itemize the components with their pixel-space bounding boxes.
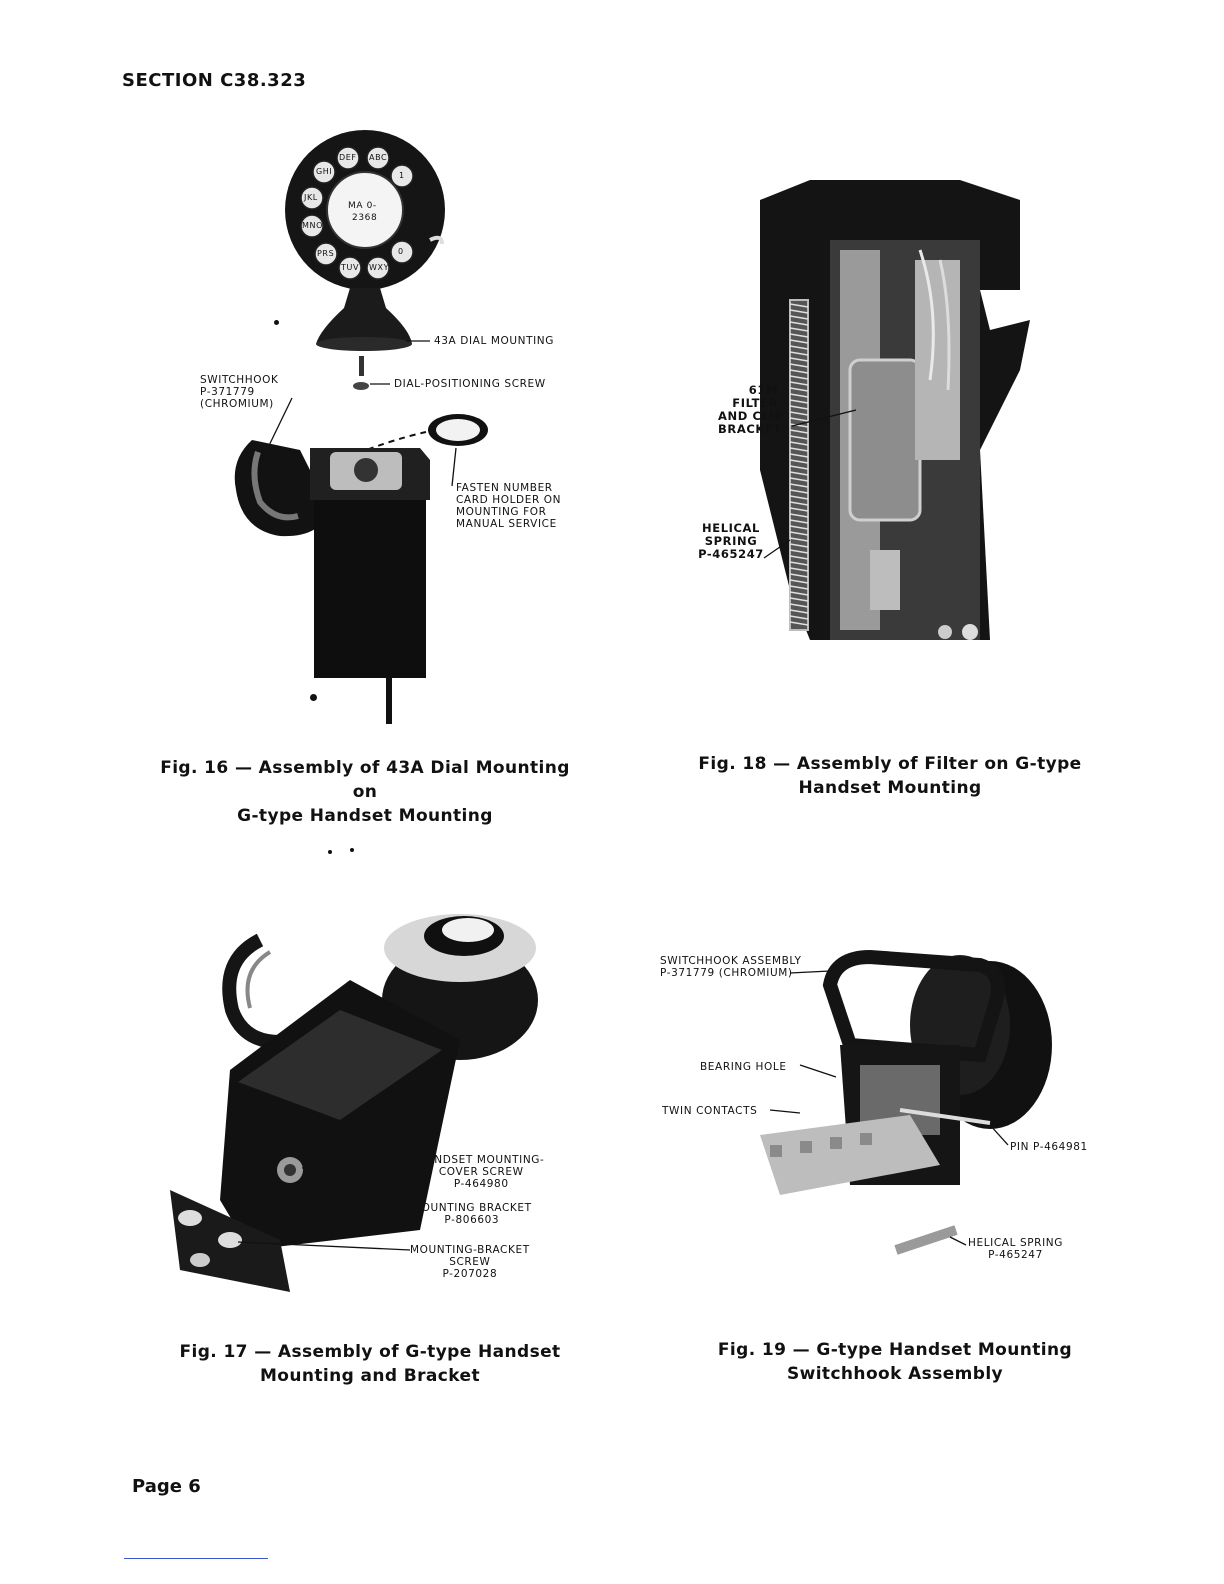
fig17-caption-line1: Fig. 17 — Assembly of G-type Handset	[179, 1342, 561, 1362]
fig16-caption: Fig. 16 — Assembly of 43A Dial Mounting …	[150, 756, 580, 828]
dial-letter-prs: PRS	[317, 249, 335, 258]
fig18-caption-line2: Handset Mounting	[798, 778, 982, 798]
section-heading: SECTION C38.323	[122, 70, 307, 91]
figure-16: 43A DIAL MOUNTING DIAL-POSITIONING SCREW…	[180, 130, 600, 740]
fig18-caption-line1: Fig. 18 — Assembly of Filter on G-type	[698, 754, 1082, 774]
dial-letter-mno: MNO	[302, 221, 323, 230]
print-speck	[328, 850, 332, 854]
dial-letter-abc: ABC	[369, 153, 388, 162]
callout-bearing-hole: BEARING HOLE	[700, 1061, 787, 1073]
callout-61m-filter: 61M FILTER AND CLIP BRACKET	[718, 383, 784, 436]
figure-18: 61M FILTER AND CLIP BRACKET HELICAL SPRI…	[690, 170, 1070, 700]
fig18-caption: Fig. 18 — Assembly of Filter on G-type H…	[690, 752, 1090, 800]
figure-19: SWITCHHOOK ASSEMBLY P-371779 (CHROMIUM) …	[660, 945, 1100, 1285]
fig16-illustration	[234, 130, 488, 724]
dial-card-number: 2368	[352, 213, 378, 223]
page-number: Page 6	[132, 1476, 201, 1497]
print-speck	[350, 848, 354, 852]
fig17-caption: Fig. 17 — Assembly of G-type Handset Mou…	[160, 1340, 580, 1388]
fig17-illustration	[170, 914, 538, 1292]
fig19-caption: Fig. 19 — G-type Handset Mounting Switch…	[690, 1338, 1100, 1386]
fig17-caption-line2: Mounting and Bracket	[259, 1366, 480, 1386]
dial-letter-jkl: JKL	[304, 193, 318, 202]
callout-pin: PIN P-464981	[1010, 1141, 1088, 1153]
fig19-caption-line2: Switchhook Assembly	[786, 1364, 1004, 1384]
dial-letter-wxy: WXY	[369, 263, 390, 272]
fig16-caption-line2: G-type Handset Mounting	[237, 806, 493, 826]
dial-letter-tuv: TUV	[341, 263, 360, 272]
print-speck	[274, 320, 279, 325]
fig16-caption-line1: Fig. 16 — Assembly of 43A Dial Mounting …	[160, 758, 570, 802]
dial-letter-1: 1	[399, 171, 405, 180]
callout-switchhook-assembly: SWITCHHOOK ASSEMBLY P-371779 (CHROMIUM)	[660, 955, 802, 979]
footer-rule	[124, 1558, 268, 1559]
callout-helical-spring-19: HELICAL SPRING P-465247	[968, 1237, 1063, 1261]
callout-helical-spring: HELICAL SPRING P-465247	[698, 521, 764, 561]
print-speck	[310, 694, 317, 701]
dial-card-text: MA 0-	[348, 201, 377, 211]
fig19-illustration	[760, 949, 1052, 1255]
callout-mounting-bracket-screw: MOUNTING-BRACKET SCREW P-207028	[410, 1244, 530, 1280]
callout-cover-screw: HANDSET MOUNTING- COVER SCREW P-464980	[418, 1154, 545, 1190]
callout-twin-contacts: TWIN CONTACTS	[662, 1105, 758, 1117]
callout-dial-positioning-screw: DIAL-POSITIONING SCREW	[394, 378, 546, 390]
dial-letter-0: 0	[398, 247, 404, 256]
dial-letter-def: DEF	[339, 153, 357, 162]
figure-17: HANDSET MOUNTING- COVER SCREW P-464980 M…	[160, 900, 580, 1300]
callout-switchhook: SWITCHHOOK P-371779 (CHROMIUM)	[200, 374, 279, 410]
callout-mounting-bracket: MOUNTING BRACKET P-806603	[412, 1202, 532, 1226]
fig19-caption-line1: Fig. 19 — G-type Handset Mounting	[717, 1340, 1073, 1360]
dial-letter-ghi: GHI	[316, 167, 333, 176]
callout-dial-mounting: 43A DIAL MOUNTING	[434, 335, 554, 347]
callout-number-card: FASTEN NUMBER CARD HOLDER ON MOUNTING FO…	[456, 482, 562, 530]
fig18-illustration	[760, 180, 1030, 640]
